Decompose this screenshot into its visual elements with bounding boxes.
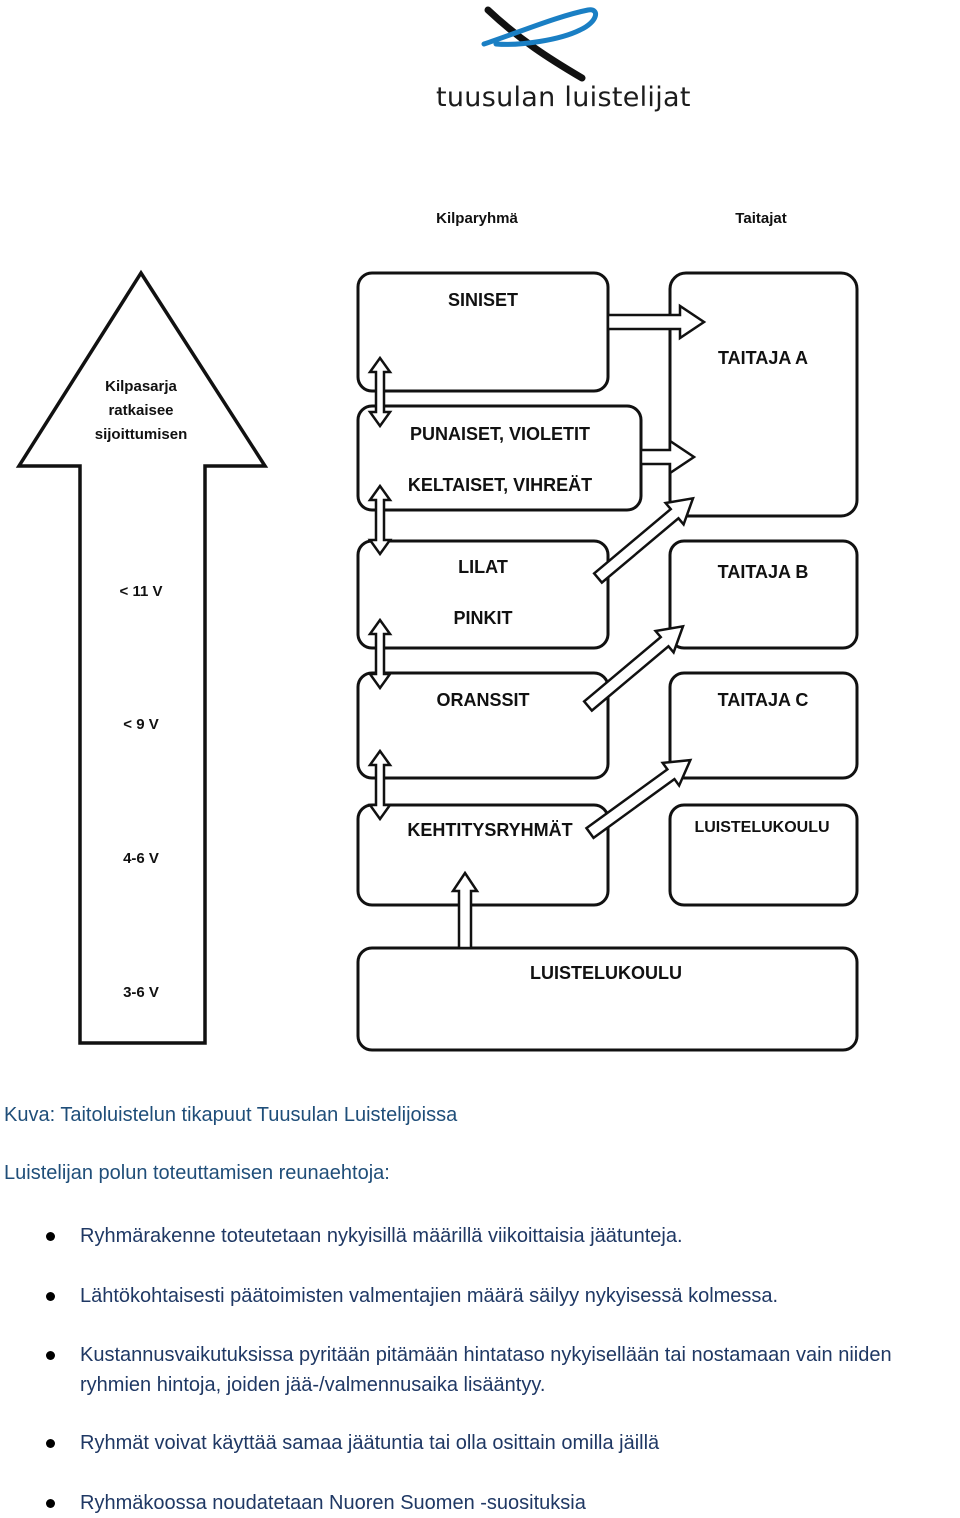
figure-caption: Kuva: Taitoluistelun tikapuut Tuusulan L… [4,1104,458,1126]
label-siniset: SINISET [448,290,518,310]
bullet-icon [46,1232,55,1241]
box-taitaja-b [668,539,859,650]
bullet-icon [46,1351,55,1360]
logo-mark [481,6,598,82]
label-punaiset: PUNAISET, VIOLETIT [410,424,590,444]
age-arrow [15,269,269,1045]
diagonal-arrow [582,624,685,713]
section-heading: Luistelijan polun toteuttamisen reunaeht… [4,1162,390,1184]
box-oranssit [356,671,610,780]
list-item-text: Ryhmät voivat käyttää samaa jäätuntia ta… [80,1432,660,1454]
header-taitajat: Taitajat [735,210,786,227]
label-keltaiset: KELTAISET, VIHREÄT [408,475,592,495]
list-item: Ryhmärakenne toteutetaan nykyisillä määr… [46,1221,960,1251]
label-luistelukoulu-bottom: LUISTELUKOULU [530,963,682,983]
logo: tuusulan luistelijat [0,0,960,140]
label-oranssit: ORANSSIT [436,690,529,710]
arrow-label-line-2: ratkaisee [108,402,173,419]
bullet-icon [46,1292,55,1301]
logo-text: tuusulan luistelijat [436,82,691,113]
box-luistelukoulu-bottom [356,946,859,1052]
label-taitaja-b: TAITAJA B [718,562,809,582]
arrow-label-line-3: sijoittumisen [95,426,188,443]
up-arrow [450,870,480,950]
label-luistelukoulu-right: LUISTELUKOULU [694,819,829,836]
box-lilat-pinkit [356,539,610,650]
list-item-text: Lähtökohtaisesti päätoimisten valmentaji… [80,1285,779,1307]
list-item-text: Kustannusvaikutuksissa pyritään pitämään… [80,1344,892,1396]
age-label: 4-6 V [123,850,159,867]
box-luistelukoulu-right [668,803,859,907]
bullet-icon [46,1499,55,1508]
box-taitaja-c [668,671,859,780]
age-label: < 9 V [123,716,158,733]
list-item: Lähtökohtaisesti päätoimisten valmentaji… [46,1281,960,1311]
label-taitaja-a: TAITAJA A [718,348,808,368]
label-kehitys: KEHTITYSRYHMÄT [407,820,572,840]
label-lilat: LILAT [458,557,508,577]
box-taitaja-a [668,271,859,518]
double-arrow [368,749,392,821]
double-arrow [368,618,392,690]
right-arrow [606,303,707,341]
age-label: 3-6 V [123,984,159,1001]
double-arrow [368,484,392,556]
diagonal-arrow [592,496,695,585]
list-item-text: Ryhmärakenne toteutetaan nykyisillä määr… [80,1225,683,1247]
age-label: < 11 V [120,583,163,600]
box-siniset [356,271,610,393]
label-pinkit: PINKIT [453,608,512,628]
diagonal-arrow [584,758,693,840]
box-kehitys [356,803,610,907]
list-item-text: Ryhmäkoossa noudatetaan Nuoren Suomen -s… [80,1492,586,1514]
bullet-icon [46,1439,55,1448]
label-taitaja-c: TAITAJA C [718,690,809,710]
right-arrow [639,438,697,476]
list-item: Ryhmäkoossa noudatetaan Nuoren Suomen -s… [46,1488,960,1518]
ladder-diagram: Kilpasarja ratkaisee sijoittumisen < 11 … [0,195,960,1070]
ladder-diagram-svg: Kilpasarja ratkaisee sijoittumisen < 11 … [15,210,859,1052]
list-item: Ryhmät voivat käyttää samaa jäätuntia ta… [46,1428,960,1458]
arrow-label-line-1: Kilpasarja [105,378,177,395]
list-item: Kustannusvaikutuksissa pyritään pitämään… [46,1340,960,1400]
header-kilparyhma: Kilparyhmä [436,210,518,227]
